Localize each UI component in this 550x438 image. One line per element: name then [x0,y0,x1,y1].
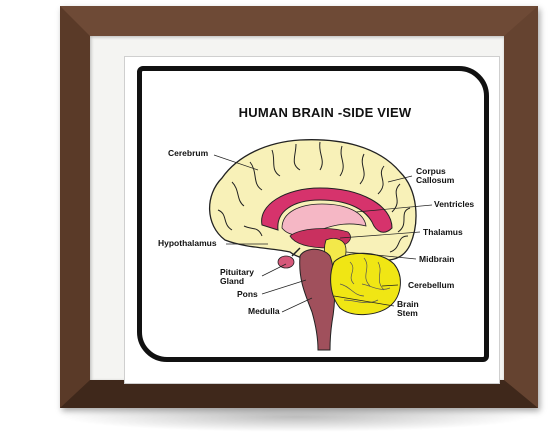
label-medulla: Medulla [248,306,280,316]
label-ventricles: Ventricles [434,199,475,209]
pituitary-shape [277,255,295,269]
gyri-lines [217,141,411,253]
label-thalamus: Thalamus [423,227,463,237]
cerebellum-folds [339,257,391,303]
leader-lines [213,154,433,313]
picture-frame [60,6,538,408]
label-brain-stem: Brain Stem [397,299,419,318]
cerebrum-shape [209,139,417,269]
label-cerebellum: Cerebellum [408,280,455,290]
cerebellum-shape [330,252,401,315]
corpus-callosum-shape [261,187,393,233]
label-midbrain: Midbrain [419,254,455,264]
diagram-title: HUMAN BRAIN -SIDE VIEW [238,105,412,120]
label-pituitary-gland: Pituitary Gland [220,267,255,286]
label-cerebrum: Cerebrum [168,148,209,158]
brainstem-shape [299,248,336,351]
label-pons: Pons [237,289,258,299]
label-corpus-callosum: Corpus Callosum [416,166,455,185]
label-hypothalamus: Hypothalamus [158,238,217,248]
